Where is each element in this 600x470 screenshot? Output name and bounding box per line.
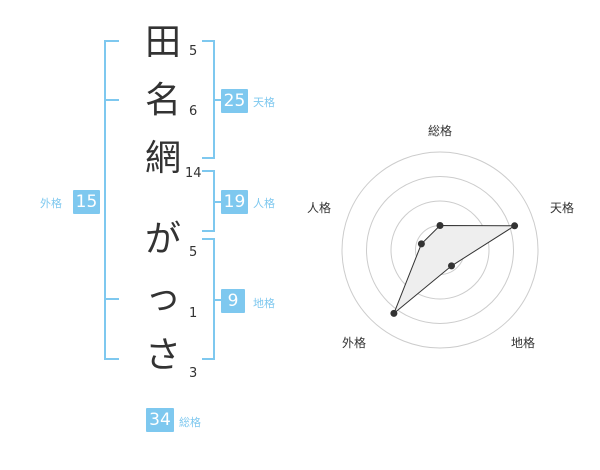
chikaku-badge: 9 [221,289,245,313]
radar-axis-label-jinkaku: 人格 [307,201,332,215]
name-char-4: が [144,219,181,260]
name-char-2: 名 [144,80,181,121]
soukaku-label: 総格 [179,416,201,429]
jinkaku-label: 人格 [253,197,275,210]
radar-axis-label-gaikaku: 外格 [342,336,367,350]
name-char-1: 田 [144,22,181,63]
radar-point-4 [390,309,398,317]
name-char-5: っ [144,277,181,318]
tenkaku-connector [213,99,221,101]
stroke-count-2: 6 [189,104,198,119]
radar-point-1 [436,222,444,229]
radar-axis-label-soukaku: 総格 [428,124,453,138]
name-char-3: 網 [144,138,181,179]
radar-point-3 [448,262,455,270]
jinkaku-connector [213,201,221,203]
radar-polygon [393,224,517,314]
name-char-6: さ [144,335,181,376]
stroke-count-6: 3 [189,366,198,381]
stroke-count-3: 14 [185,166,202,181]
tenkaku-label: 天格 [253,96,275,109]
radar-points [390,222,519,317]
radar-axis-label-chikaku: 地格 [511,336,536,350]
radar-point-5 [417,240,425,248]
radar-point-2 [511,222,519,230]
radar-ring [366,176,514,324]
radar-axis-label-tenkaku: 天格 [550,201,575,215]
stroke-count-4: 5 [189,245,198,260]
chikaku-connector [213,299,221,301]
radar-ring [390,200,490,300]
gaikaku-badge: 15 [73,190,100,214]
gaikaku-label: 外格 [40,197,62,210]
stroke-count-1: 5 [189,44,198,59]
radar-ring [341,151,539,349]
soukaku-badge: 34 [146,408,174,432]
jinkaku-badge: 19 [221,190,248,214]
stroke-count-5: 1 [189,306,198,321]
chikaku-label: 地格 [253,297,275,310]
tenkaku-badge: 25 [221,89,248,113]
